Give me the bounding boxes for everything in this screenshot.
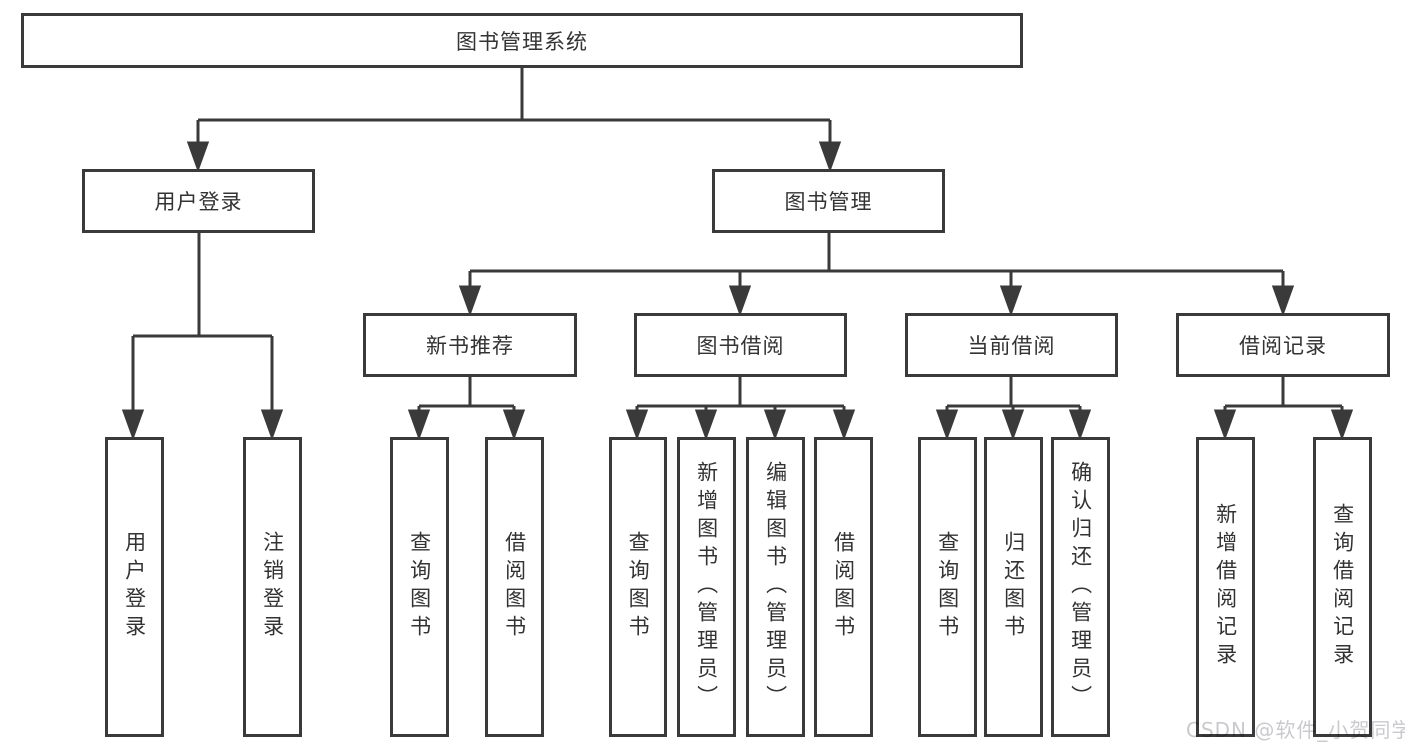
leaf-borrow-book-1: 借阅图书 <box>485 437 544 737</box>
node-current-borrow: 当前借阅 <box>905 313 1118 377</box>
arrow-down-icon <box>999 285 1023 317</box>
arrow-down-icon <box>935 409 959 441</box>
arrow-down-icon <box>694 409 718 441</box>
arrow-down-icon <box>407 409 431 441</box>
arrow-down-icon <box>1330 409 1354 441</box>
arrow-down-icon <box>818 141 842 173</box>
leaf-borrow-book-2: 借阅图书 <box>814 437 873 737</box>
leaf-query-record: 查询借阅记录 <box>1313 437 1372 737</box>
leaf-query-book-1: 查询图书 <box>390 437 449 737</box>
arrow-down-icon <box>1068 409 1092 441</box>
node-book-borrow: 图书借阅 <box>634 313 847 377</box>
arrow-down-icon <box>832 409 856 441</box>
arrow-down-icon <box>1271 285 1295 317</box>
node-new-book-rec: 新书推荐 <box>363 313 577 377</box>
leaf-user-login: 用户登录 <box>105 437 164 737</box>
arrow-down-icon <box>121 409 145 441</box>
connector-root-to-level2 <box>186 68 842 173</box>
arrow-down-icon <box>186 141 210 173</box>
node-book-mgmt: 图书管理 <box>712 169 945 233</box>
connector-current-borrow-children <box>935 377 1092 441</box>
arrow-down-icon <box>1001 409 1025 441</box>
node-borrow-record: 借阅记录 <box>1176 313 1390 377</box>
arrow-down-icon <box>625 409 649 441</box>
leaf-query-book-2: 查询图书 <box>609 437 667 737</box>
node-root: 图书管理系统 <box>21 13 1023 68</box>
connector-new-book-rec-children <box>407 377 526 441</box>
leaf-edit-book: 编辑图书（管理员） <box>746 437 805 737</box>
connector-user-login-children <box>121 233 284 441</box>
arrow-down-icon <box>502 409 526 441</box>
node-user-login: 用户登录 <box>82 169 315 233</box>
arrow-down-icon <box>728 285 752 317</box>
arrow-down-icon <box>763 409 787 441</box>
arrow-down-icon <box>1213 409 1237 441</box>
leaf-add-book: 新增图书（管理员） <box>677 437 736 737</box>
connector-book-borrow-children <box>625 377 856 441</box>
connector-borrow-record-children <box>1213 377 1354 441</box>
arrow-down-icon <box>458 285 482 317</box>
arrow-down-icon <box>260 409 284 441</box>
leaf-query-book-3: 查询图书 <box>918 437 977 737</box>
leaf-logout: 注销登录 <box>243 437 302 737</box>
connector-book-mgmt-children <box>458 232 1295 317</box>
leaf-confirm-return: 确认归还（管理员） <box>1051 437 1110 737</box>
leaf-return-book: 归还图书 <box>984 437 1043 737</box>
watermark: CSDN @软件_小贺同学 <box>1186 718 1405 742</box>
leaf-add-record: 新增借阅记录 <box>1196 437 1255 737</box>
